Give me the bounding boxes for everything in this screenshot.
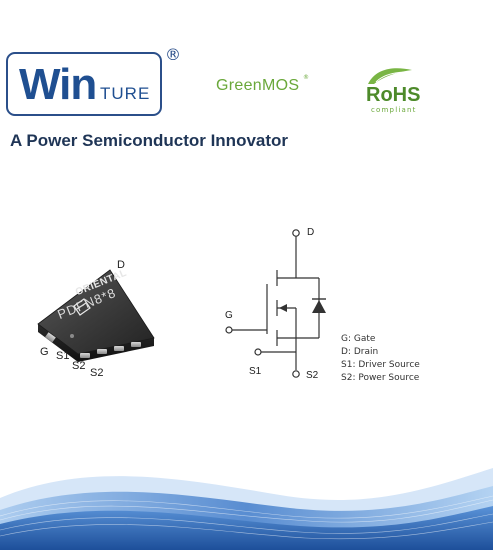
registered-mark: ® xyxy=(165,45,181,64)
package-pin-s1-label: S1 xyxy=(56,350,70,362)
tagline: A Power Semiconductor Innovator xyxy=(10,131,289,150)
pin-legend: G: Gate D: Drain S1: Driver Source S2: P… xyxy=(341,333,420,385)
legend-item-drain: D: Drain xyxy=(341,347,379,357)
rohs-compliant-text: compliant xyxy=(371,106,417,114)
package-pin-s2-label: S2 xyxy=(72,360,86,372)
winture-logo: Win TURE xyxy=(6,52,162,116)
package-drawing xyxy=(37,269,155,362)
legend-item-gate: G: Gate xyxy=(341,334,376,344)
rohs-leaf-icon xyxy=(368,68,412,84)
pdfn-package-illustration: ORIENTAL PDFN8*8 D G S1 S2 S2 xyxy=(20,250,210,390)
schematic-pin-g-label: G xyxy=(225,310,233,321)
logo-main-text: Win xyxy=(19,60,97,109)
schematic-pin-s1-label: S1 xyxy=(249,366,262,377)
package-pin-g-label: G xyxy=(40,346,49,358)
package-pin-d-label: D xyxy=(117,259,125,271)
package-pin-s2-label-2: S2 xyxy=(90,367,104,379)
mosfet-symbol xyxy=(225,229,326,378)
rohs-logo: RoHS xyxy=(366,84,421,106)
legend-item-power-source: S2: Power Source xyxy=(341,373,420,383)
logo-sub-text: TURE xyxy=(100,84,151,103)
greenmos-logo: GreenMOS xyxy=(216,77,300,94)
schematic-pin-d-label: D xyxy=(307,227,315,238)
decorative-wave-background xyxy=(0,440,493,550)
mosfet-schematic: D G S1 S2 xyxy=(215,218,335,388)
greenmos-registered-mark: ® xyxy=(303,74,309,81)
legend-item-driver-source: S1: Driver Source xyxy=(341,360,420,370)
schematic-pin-s2-label: S2 xyxy=(306,370,319,381)
